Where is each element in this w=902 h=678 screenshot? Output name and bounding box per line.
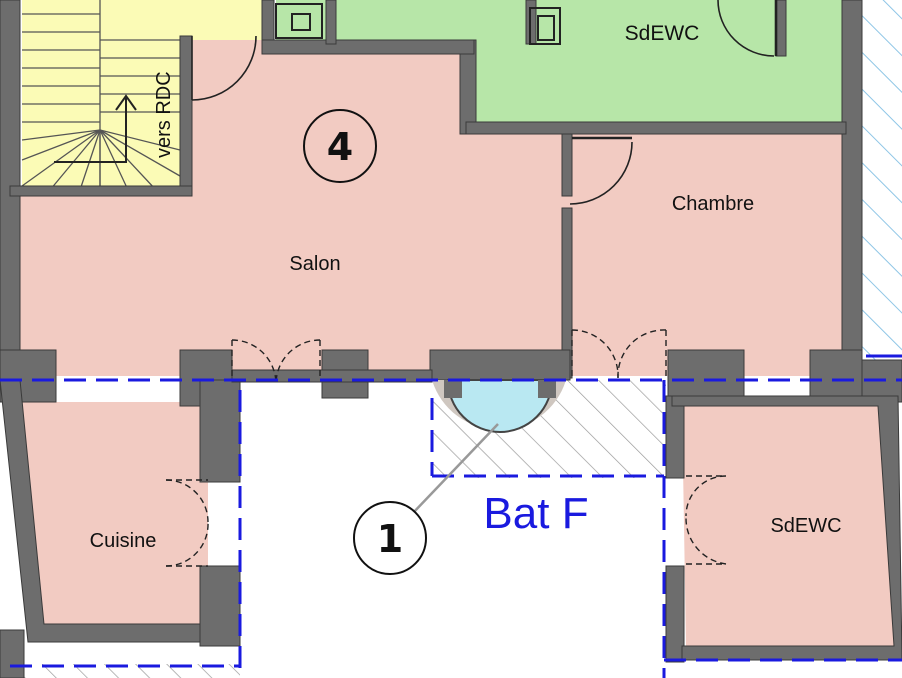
room-label-chambre: Chambre — [672, 193, 754, 215]
sdewc-bottom-room — [682, 406, 894, 646]
building-label: Bat F — [483, 489, 588, 538]
stair-tower — [432, 379, 566, 476]
apartment-number: 4 — [327, 125, 353, 169]
door-swings — [191, 0, 778, 205]
fixtures — [275, 3, 561, 45]
apartment-marker: 4 — [303, 109, 377, 183]
room-label-sdewc-bottom: SdEWC — [770, 515, 841, 537]
point-marker: 1 — [353, 501, 427, 575]
stairs-label: vers RDC — [153, 71, 175, 158]
room-label-salon: Salon — [289, 253, 340, 275]
cuisine-room — [20, 402, 208, 624]
room-label-cuisine: Cuisine — [90, 530, 157, 552]
salon-room — [20, 40, 566, 376]
point-number: 1 — [377, 517, 403, 561]
exterior-hatch-right — [862, 0, 902, 360]
utility-block — [276, 0, 326, 40]
stair-direction-arrow — [54, 94, 137, 163]
building-boundary — [0, 378, 902, 678]
chambre-room — [566, 130, 842, 376]
room-label-sdewc-top: SdEWC — [625, 22, 700, 45]
wc-block — [336, 0, 526, 40]
marker-leader-line — [411, 423, 499, 515]
double-door-swings — [165, 329, 727, 567]
stair-treads — [21, 0, 181, 191]
